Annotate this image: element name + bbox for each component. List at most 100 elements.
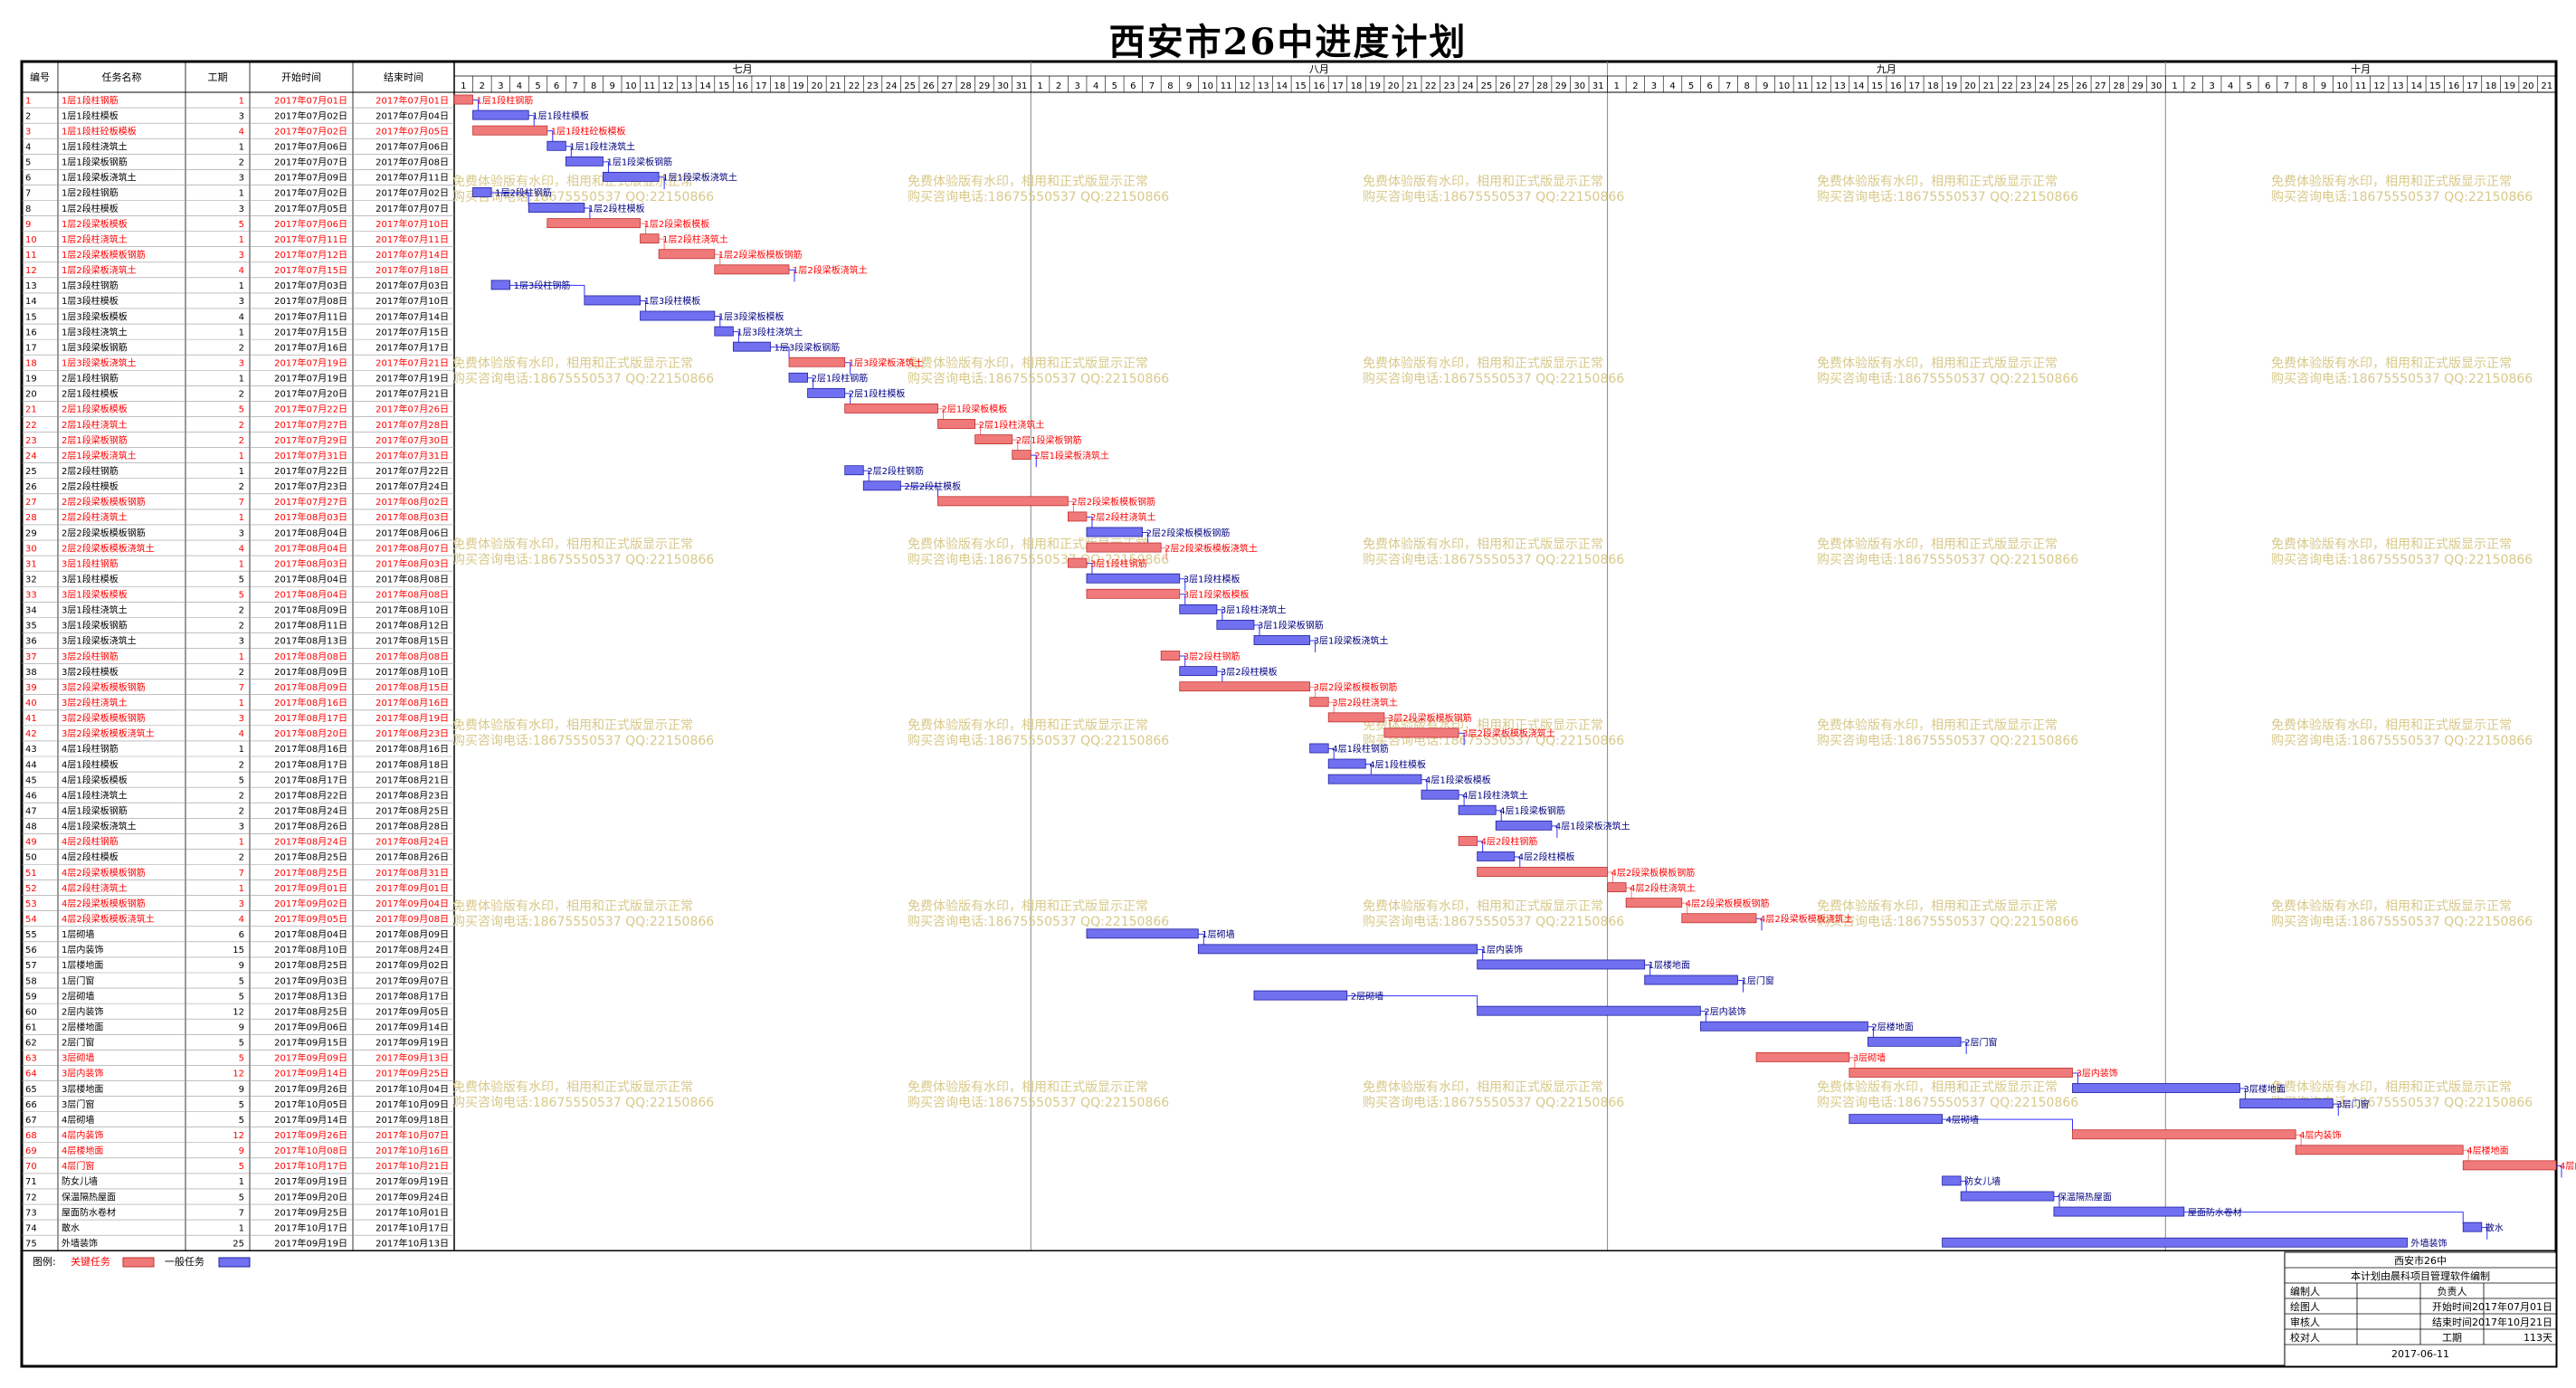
critical-task-bar[interactable] bbox=[1067, 511, 1088, 522]
task-id: 64 bbox=[25, 1070, 37, 1079]
critical-task-bar[interactable] bbox=[2072, 1129, 2296, 1140]
critical-task-bar[interactable] bbox=[1607, 882, 1627, 893]
task-bar[interactable] bbox=[1309, 743, 1329, 754]
task-bar[interactable] bbox=[732, 341, 771, 352]
critical-task-bar[interactable] bbox=[714, 264, 790, 275]
critical-task-bar[interactable] bbox=[2462, 1160, 2557, 1171]
task-bar[interactable] bbox=[1179, 604, 1218, 614]
task-bar[interactable] bbox=[1960, 1191, 2055, 1202]
task-bar[interactable] bbox=[1495, 820, 1553, 831]
bar-label: 2层1段柱模板 bbox=[849, 388, 906, 400]
task-id: 68 bbox=[25, 1131, 37, 1141]
critical-task-bar[interactable] bbox=[974, 434, 1013, 445]
task-end: 2017年08月17日 bbox=[375, 990, 449, 1002]
task-bar[interactable] bbox=[1086, 928, 1199, 939]
watermark-text: 免费体验版有水印，相用和正式版显示正常 bbox=[908, 899, 1148, 914]
task-bar[interactable] bbox=[490, 280, 511, 290]
day-label: 23 bbox=[1443, 81, 1455, 91]
day-label: 18 bbox=[2486, 81, 2497, 91]
task-bar[interactable] bbox=[1942, 1237, 2408, 1248]
critical-task-bar[interactable] bbox=[1179, 681, 1311, 692]
critical-task-bar[interactable] bbox=[1625, 898, 1683, 908]
task-bar[interactable] bbox=[1644, 974, 1738, 985]
task-bar[interactable] bbox=[1197, 944, 1478, 955]
task-bar[interactable] bbox=[1942, 1175, 1962, 1186]
task-bar[interactable] bbox=[1216, 619, 1255, 630]
task-bar[interactable] bbox=[844, 465, 864, 476]
critical-task-bar[interactable] bbox=[547, 218, 641, 229]
critical-task-bar[interactable] bbox=[472, 125, 548, 136]
critical-task-bar[interactable] bbox=[1755, 1051, 1850, 1062]
critical-task-bar[interactable] bbox=[1086, 588, 1181, 599]
critical-task-bar[interactable] bbox=[1309, 697, 1329, 708]
task-bar[interactable] bbox=[1849, 1114, 1944, 1125]
task-bar[interactable] bbox=[1179, 666, 1218, 677]
task-bar[interactable] bbox=[1477, 851, 1516, 861]
task-duration: 5 bbox=[239, 1054, 244, 1064]
critical-task-bar[interactable] bbox=[937, 419, 976, 429]
task-start: 2017年08月24日 bbox=[274, 805, 347, 817]
task-bar[interactable] bbox=[1699, 1021, 1868, 1031]
task-bar[interactable] bbox=[862, 480, 901, 491]
critical-task-bar[interactable] bbox=[844, 403, 938, 414]
critical-task-bar[interactable] bbox=[2295, 1145, 2464, 1155]
task-duration: 3 bbox=[239, 528, 244, 538]
task-bar[interactable] bbox=[1477, 1005, 1701, 1016]
critical-task-bar[interactable] bbox=[937, 496, 1069, 507]
task-name: 1层2段梁板模板钢筋 bbox=[62, 249, 146, 261]
critical-task-bar[interactable] bbox=[1086, 542, 1162, 553]
critical-task-bar[interactable] bbox=[1160, 651, 1181, 661]
task-end: 2017年09月07日 bbox=[375, 974, 449, 986]
day-label: 24 bbox=[886, 81, 898, 91]
day-label: 19 bbox=[2504, 81, 2515, 91]
critical-task-bar[interactable] bbox=[640, 233, 660, 244]
critical-task-bar[interactable] bbox=[1383, 727, 1459, 738]
critical-task-bar[interactable] bbox=[453, 94, 473, 105]
bar-label: 3层2段柱钢筋 bbox=[1183, 651, 1240, 662]
task-bar[interactable] bbox=[2072, 1083, 2240, 1093]
task-bar[interactable] bbox=[547, 140, 566, 151]
critical-task-bar[interactable] bbox=[658, 249, 716, 260]
task-bar[interactable] bbox=[472, 109, 529, 120]
watermark-text: 免费体验版有水印，相用和正式版显示正常 bbox=[908, 175, 1148, 189]
critical-task-bar[interactable] bbox=[1012, 450, 1031, 461]
task-bar[interactable] bbox=[584, 295, 641, 306]
task-start: 2017年07月02日 bbox=[274, 125, 347, 137]
task-bar[interactable] bbox=[1458, 804, 1497, 815]
task-bar[interactable] bbox=[2053, 1206, 2185, 1217]
watermark-text: 购买咨询电话:18675550537 QQ:22150866 bbox=[908, 553, 1169, 567]
critical-task-bar[interactable] bbox=[1477, 867, 1608, 877]
task-bar[interactable] bbox=[472, 187, 492, 197]
critical-task-bar[interactable] bbox=[1067, 557, 1088, 568]
task-bar[interactable] bbox=[1327, 758, 1366, 769]
task-duration: 4 bbox=[239, 127, 244, 137]
task-bar[interactable] bbox=[807, 387, 846, 398]
task-bar[interactable] bbox=[788, 372, 808, 383]
task-bar[interactable] bbox=[640, 310, 716, 321]
critical-task-bar[interactable] bbox=[1681, 913, 1757, 924]
task-bar[interactable] bbox=[603, 171, 660, 182]
critical-task-bar[interactable] bbox=[1327, 712, 1385, 723]
task-bar[interactable] bbox=[1086, 573, 1181, 584]
day-label: 4 bbox=[517, 81, 522, 91]
task-bar[interactable] bbox=[1867, 1036, 1962, 1047]
task-bar[interactable] bbox=[1421, 789, 1459, 800]
task-bar[interactable] bbox=[1253, 635, 1311, 645]
critical-task-bar[interactable] bbox=[1849, 1068, 2073, 1078]
task-bar[interactable] bbox=[565, 156, 604, 166]
task-bar[interactable] bbox=[1477, 959, 1646, 970]
task-bar[interactable] bbox=[714, 326, 734, 337]
task-id: 25 bbox=[25, 467, 37, 477]
task-bar[interactable] bbox=[1253, 990, 1348, 1001]
critical-task-bar[interactable] bbox=[1458, 835, 1478, 846]
task-bar[interactable] bbox=[528, 203, 585, 213]
critical-task-bar[interactable] bbox=[788, 357, 846, 367]
task-bar[interactable] bbox=[1327, 774, 1422, 784]
task-name: 1层2段梁板浇筑土 bbox=[62, 264, 137, 276]
task-bar[interactable] bbox=[2239, 1098, 2334, 1109]
task-bar[interactable] bbox=[1086, 527, 1144, 537]
task-duration: 4 bbox=[239, 312, 244, 322]
bar-label: 1层2段梁板模板 bbox=[644, 218, 710, 230]
dependency-line bbox=[1253, 624, 1260, 637]
task-bar[interactable] bbox=[2462, 1222, 2483, 1232]
